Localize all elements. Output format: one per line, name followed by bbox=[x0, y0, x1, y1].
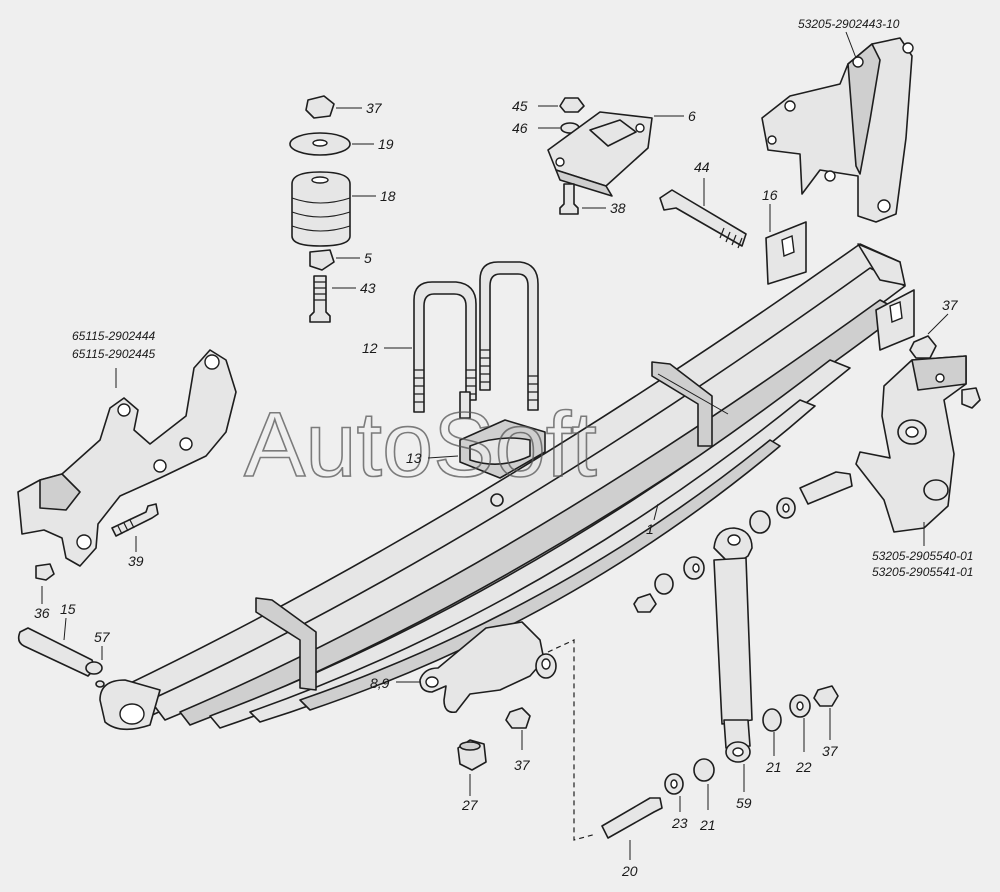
callout-27: 27 bbox=[461, 797, 479, 813]
rear-bracket-top bbox=[761, 37, 914, 223]
callout-43: 43 bbox=[360, 280, 376, 296]
pn-shock-bracket-b: 53205-2905541-01 bbox=[872, 565, 973, 579]
lever bbox=[419, 621, 557, 729]
pn-front-bracket-b: 65115-2902445 bbox=[72, 347, 156, 361]
callout-22: 22 bbox=[795, 759, 812, 775]
pin-assembly bbox=[17, 563, 105, 688]
callout-16: 16 bbox=[762, 187, 778, 203]
spring-pad bbox=[459, 419, 546, 479]
callout-57: 57 bbox=[94, 629, 111, 645]
callout-46: 46 bbox=[512, 120, 528, 136]
callout-36: 36 bbox=[34, 605, 50, 621]
callout-45: 45 bbox=[512, 98, 528, 114]
callout-21-a: 21 bbox=[699, 817, 716, 833]
callout-38: 38 bbox=[610, 200, 626, 216]
callout-23: 23 bbox=[671, 815, 688, 831]
callout-37-top: 37 bbox=[366, 100, 383, 116]
callout-37-right: 37 bbox=[942, 297, 959, 313]
callout-59: 59 bbox=[736, 795, 752, 811]
callout-5: 5 bbox=[364, 250, 372, 266]
callout-1: 1 bbox=[646, 521, 654, 537]
callout-6: 6 bbox=[688, 108, 696, 124]
u-bolts bbox=[413, 261, 539, 419]
plate-16 bbox=[765, 221, 807, 285]
callout-37-br: 37 bbox=[822, 743, 839, 759]
leader-lines bbox=[41, 31, 949, 860]
leaf-spring bbox=[99, 243, 906, 731]
pn-shock-bracket-a: 53205-2905540-01 bbox=[872, 549, 973, 563]
callout-numbers: 37 19 18 5 43 45 46 6 38 44 16 37 12 13 … bbox=[34, 98, 959, 879]
bolt-39 bbox=[111, 503, 159, 537]
front-bracket bbox=[17, 349, 237, 567]
bumper-assembly bbox=[289, 95, 351, 323]
watermark: AutoSoft bbox=[244, 394, 597, 496]
callout-39: 39 bbox=[128, 553, 144, 569]
shock-absorber bbox=[713, 527, 753, 763]
pn-rear-bracket-top: 53205-2902443-10 bbox=[798, 17, 900, 31]
long-bolt bbox=[659, 189, 747, 249]
stop-bracket bbox=[547, 97, 653, 215]
pn-front-bracket-a: 65115-2902444 bbox=[72, 329, 156, 343]
callout-13: 13 bbox=[406, 450, 422, 466]
part-number-labels: 53205-2902443-10 65115-2902444 65115-290… bbox=[72, 17, 973, 579]
nut-27 bbox=[457, 739, 487, 771]
bushings bbox=[601, 471, 853, 839]
callout-19: 19 bbox=[378, 136, 394, 152]
shock-bracket bbox=[855, 355, 981, 533]
dash-line bbox=[547, 639, 597, 841]
callout-15: 15 bbox=[60, 601, 76, 617]
callout-20: 20 bbox=[621, 863, 638, 879]
callout-18: 18 bbox=[380, 188, 396, 204]
callout-44: 44 bbox=[694, 159, 710, 175]
callout-37-mid: 37 bbox=[514, 757, 531, 773]
callout-8-9: 8,9 bbox=[370, 675, 390, 691]
callout-21-b: 21 bbox=[765, 759, 782, 775]
callout-12: 12 bbox=[362, 340, 378, 356]
